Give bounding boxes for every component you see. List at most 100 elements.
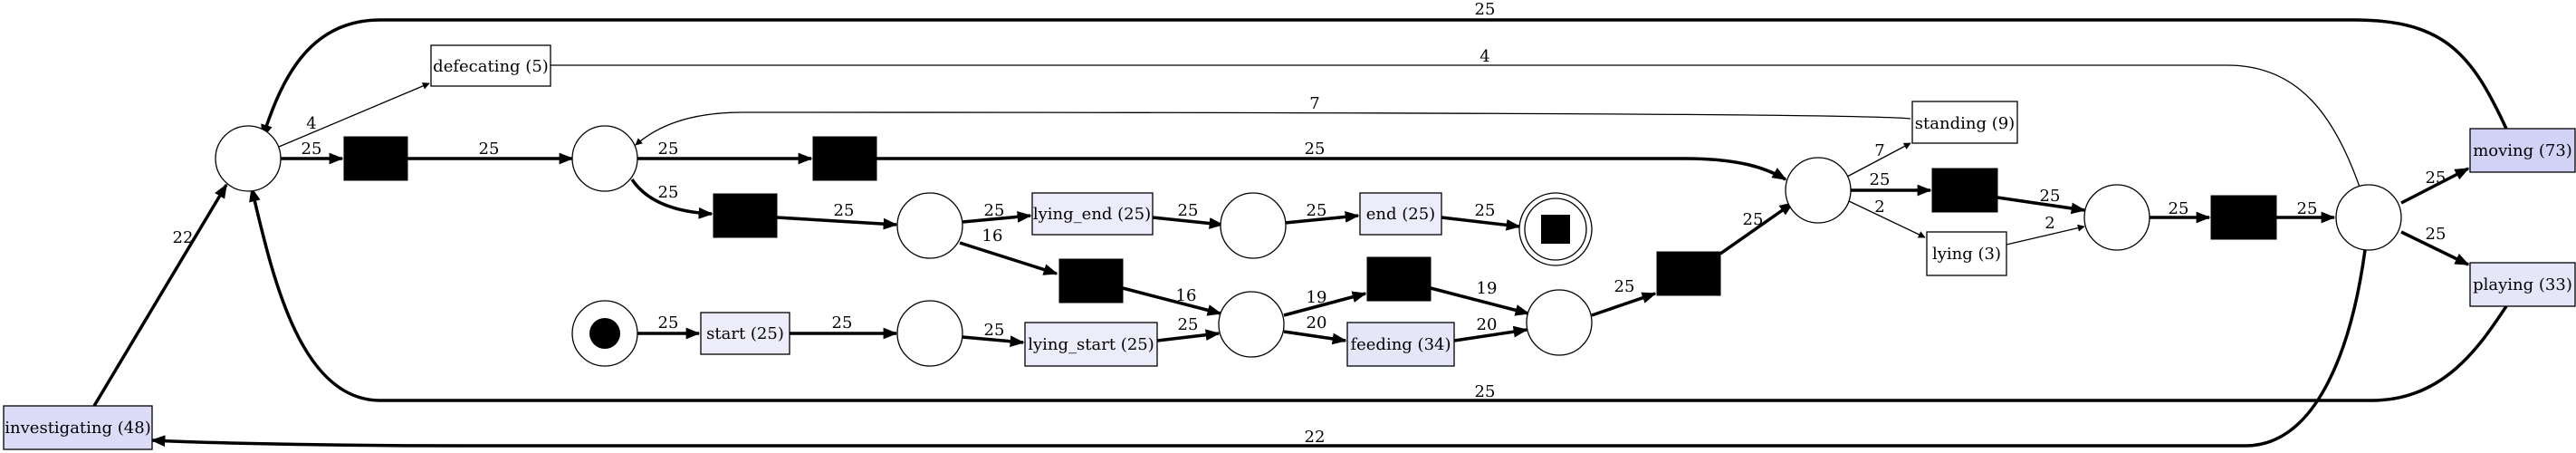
edge-s2-to-p8 [876,157,1787,181]
place-p1 [215,125,282,192]
edges [92,18,2508,448]
transition-start-label: start (25) [706,324,784,343]
transition-lying-end: lying_end (25) [1031,192,1154,236]
edge-label-p3-to-s4: 16 [982,226,1003,246]
edge-label-p9-to-s8: 25 [2169,199,2189,218]
place-p7 [1526,289,1593,356]
silent-transition-5 [1366,256,1432,302]
edge-p8-to-standing [1846,142,1911,178]
transition-lying-start: lying_start (25) [1024,322,1158,367]
edge-label-s3-to-p3: 25 [834,201,855,220]
edge-p1-to-defecating [278,82,430,148]
edge-lying-start-to-p6 [1156,329,1221,342]
edge-label-p8-to-standing: 7 [1874,141,1884,160]
transition-lying-box [1926,231,2007,276]
transition-lying-start-box [1024,322,1158,367]
edge-defecating-to-p12 [551,64,2363,193]
transition-playing-label: playing (33) [2473,275,2572,294]
edge-label-s7-to-p9: 25 [2040,187,2061,206]
edge-p6-to-s5 [1283,291,1367,317]
edge-label-feeding-to-p7: 20 [1477,315,1498,334]
place-p4 [1220,192,1287,259]
transitions: defecating (5) standing (9) moving (73) … [3,44,2576,450]
edge-p10-to-playing [2400,230,2470,266]
silent-transition-7 [1931,168,1998,213]
place-p6 [1218,291,1285,358]
edge-p10-to-investigating [150,235,2369,448]
silent-transition-4 [1058,258,1124,304]
transition-defecating: defecating (5) [430,44,551,87]
transition-feeding: feeding (34) [1346,322,1455,367]
edge-label-standing-to-p1: 7 [1309,94,1319,113]
transition-end: end (25) [1359,192,1442,236]
edge-label-p2-to-s2: 25 [658,140,679,159]
silent-transition-8 [2210,195,2277,240]
silent-transition-3 [713,193,778,238]
transition-moving: moving (73) [2469,128,2576,173]
place-p3 [896,192,963,259]
edge-label-p4-to-end: 25 [1307,201,1327,220]
silent-transitions [343,136,2277,304]
transition-end-label: end (25) [1366,205,1435,224]
transition-feeding-label: feeding (34) [1350,335,1451,354]
edge-label-playing-to-p1: 25 [1475,382,1496,401]
place-sink [1518,192,1593,266]
transition-standing-label: standing (9) [1915,114,2015,133]
edge-p8-to-lying [1848,200,1926,238]
edge-p3-to-s4 [959,241,1058,275]
transition-defecating-label: defecating (5) [433,57,549,76]
transition-end-box [1359,192,1442,236]
edge-s5-to-p7 [1430,286,1530,316]
edge-end-to-psink [1441,216,1521,231]
edge-label-s1-to-p2: 25 [479,140,500,159]
edge-label-s5-to-p7: 19 [1477,279,1498,298]
edge-label-p8-to-lying: 2 [1874,198,1884,217]
transition-lying-label: lying (3) [1932,245,2001,264]
transition-investigating-box [3,405,153,450]
place-p2 [571,125,638,192]
edge-label-s4-to-p6: 16 [1176,286,1197,305]
edge-label-s6-to-p8: 25 [1743,210,1764,229]
edge-p3-to-lying-end [962,210,1032,224]
edge-label-investigating-to-p1: 22 [173,228,194,247]
silent-transition-1 [343,136,408,181]
edge-label-p10-to-playing: 25 [2426,225,2447,244]
edge-s7-to-p9 [1997,196,2086,215]
edge-lying-end-to-p4 [1152,216,1224,229]
edge-label-defecating-to-p12: 4 [1480,47,1489,66]
edge-playing-to-p1 [249,187,2508,402]
edge-label-p5-to-lying-start: 25 [984,321,1005,340]
silent-transition-6 [1656,251,1721,296]
edge-label-p1-to-defecating: 4 [306,114,316,133]
edge-label-lying-to-p9: 2 [2045,214,2054,233]
place-p8 [1785,157,1852,224]
transition-playing-box [2469,262,2576,307]
edge-p5-to-lying-start [962,335,1025,348]
transition-feeding-box [1346,322,1455,367]
edge-s6-to-p8 [1719,201,1795,255]
edge-label-end-to-psink: 25 [1475,201,1496,220]
edge-label-s2-to-p8: 25 [1305,140,1326,159]
transition-defecating-box [430,44,551,87]
edge-label-p1-to-s1: 25 [302,140,322,159]
places [215,125,2402,367]
transition-start: start (25) [700,312,790,355]
edge-label-p10-to-moving: 25 [2426,169,2447,188]
edge-label-p3-to-lying-end: 25 [984,201,1005,220]
edge-label-p8-to-s7: 25 [1870,170,1891,189]
transition-moving-box [2469,128,2576,173]
edge-label-s8-to-p10: 25 [2297,199,2318,218]
transition-lying: lying (3) [1926,231,2007,276]
edge-label-psrc-to-start: 25 [658,313,679,333]
place-p10 [2335,184,2402,251]
edge-p4-to-end [1284,211,1360,225]
edge-label-p6-to-feeding: 20 [1307,313,1327,333]
transition-playing: playing (33) [2469,262,2576,307]
edge-label-lying-start-to-p6: 25 [1178,315,1199,334]
edge-label-p7-to-s6: 25 [1614,277,1635,296]
silent-transition-2 [812,136,877,181]
transition-lying-start-label: lying_start (25) [1028,335,1154,354]
edge-p10-to-moving [2400,167,2470,205]
transition-moving-label: moving (73) [2473,141,2572,160]
